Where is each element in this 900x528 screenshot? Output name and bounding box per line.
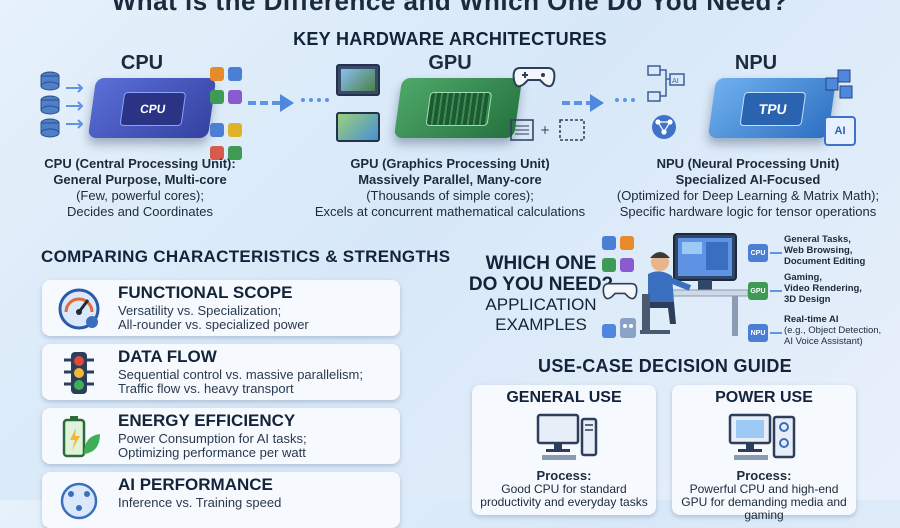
npu-chip-icon: TPU xyxy=(707,78,837,138)
desktop-computer-icon xyxy=(536,413,598,468)
section-heading-guide: USE-CASE DECISION GUIDE xyxy=(538,356,792,376)
which-one-line-4: EXAMPLES xyxy=(495,315,587,334)
cpu-name: CPU (Central Processing Unit): xyxy=(44,156,236,171)
guide-text-2: productivity and everyday tasks xyxy=(480,495,648,509)
cpu-chip-icon: CPU xyxy=(87,78,217,138)
brain-network-icon xyxy=(648,112,680,147)
characteristic-card: DATA FLOW Sequential control vs. massive… xyxy=(42,344,400,400)
flow-arrow-line xyxy=(562,101,592,105)
card-line-2: Optimizing performance per watt xyxy=(118,445,306,460)
page-title: What is the Difference and Which One Do … xyxy=(111,0,789,16)
svg-text:AI: AI xyxy=(672,77,679,85)
characteristic-card: AI PERFORMANCE Inference vs. Training sp… xyxy=(42,472,400,528)
section-heading-characteristics: COMPARING CHARACTERISTICS & STRENGTHS xyxy=(41,247,451,266)
npu-headline: Specialized AI-Focused xyxy=(675,172,821,187)
npu-detail-1: (Optimized for Deep Learning & Matrix Ma… xyxy=(616,188,880,203)
person-at-desk-illustration xyxy=(640,232,749,347)
database-icon xyxy=(38,70,62,145)
guide-title: POWER USE xyxy=(715,389,813,406)
cpu-headline: General Purpose, Multi-core xyxy=(53,172,227,187)
connector-line xyxy=(770,252,782,254)
input-arrows-icon xyxy=(66,83,88,135)
card-line-1: Sequential control vs. massive paralleli… xyxy=(118,367,363,382)
ai-flowchart-icon: AI xyxy=(646,64,686,111)
which-one-line-1: WHICH ONE xyxy=(485,253,597,274)
app-label: General Tasks,Web Browsing,Document Edit… xyxy=(784,234,866,267)
npu-description: NPU (Neural Processing Unit) Specialized… xyxy=(600,156,896,220)
guide-card-general: GENERAL USE Process: Good CPU for standa… xyxy=(472,385,656,515)
monitor-icon xyxy=(336,64,380,96)
cpu-label: CPU xyxy=(120,52,164,74)
traffic-light-icon xyxy=(56,350,102,396)
card-line-1: Inference vs. Training speed xyxy=(118,495,282,510)
app-label: Gaming,Video Rendering,3D Design xyxy=(784,272,862,305)
gaming-pc-icon xyxy=(728,413,798,468)
connector-line xyxy=(770,290,782,292)
guide-text-1: Good CPU for standard xyxy=(501,482,627,496)
which-one-block: WHICH ONE DO YOU NEED? APPLICATION EXAMP… xyxy=(466,253,616,335)
gamepad-icon xyxy=(512,64,556,95)
flow-arrow-line xyxy=(248,101,282,105)
flow-arrow-icon xyxy=(590,94,604,112)
gpu-detail-2: Excels at concurrent mathematical calcul… xyxy=(314,204,586,219)
gpu-description: GPU (Graphics Processing Unit) Massively… xyxy=(300,156,600,220)
npu-label: NPU xyxy=(734,52,778,74)
characteristic-card: ENERGY EFFICIENCY Power Consumption for … xyxy=(42,408,400,464)
gamepad-icon xyxy=(602,280,638,307)
flow-dots xyxy=(614,93,644,112)
gpu-detail-1: (Thousands of simple cores); xyxy=(366,188,534,203)
which-one-line-2: DO YOU NEED? xyxy=(468,274,614,295)
gpu-name: GPU (Graphics Processing Unit) xyxy=(350,156,550,171)
flow-dots xyxy=(300,93,334,112)
card-line-2: Traffic flow vs. heavy transport xyxy=(118,381,294,396)
card-title: AI PERFORMANCE xyxy=(118,475,273,494)
gpu-mini-chip-icon: GPU xyxy=(748,282,768,300)
app-icons-grid xyxy=(602,236,635,277)
landscape-image-icon xyxy=(336,112,380,142)
guide-process-label: Process: xyxy=(736,468,792,483)
gpu-headline: Massively Parallel, Many-core xyxy=(358,172,542,187)
connector-line xyxy=(770,332,782,334)
card-title: DATA FLOW xyxy=(118,347,217,366)
svg-text:+: + xyxy=(540,123,550,137)
section-heading-architectures: KEY HARDWARE ARCHITECTURES xyxy=(293,29,607,49)
npu-detail-2: Specific hardware logic for tensor opera… xyxy=(619,204,877,219)
robot-icon xyxy=(600,314,640,349)
card-line-2: All-rounder vs. specialized power xyxy=(118,317,309,332)
guide-text-1: Powerful CPU and high-end xyxy=(689,482,839,496)
matrix-math-icon: + xyxy=(510,118,586,147)
cpu-detail-2: Decides and Coordinates xyxy=(67,204,213,219)
gpu-chip-icon xyxy=(393,78,523,138)
tensor-cubes-icon xyxy=(824,66,858,107)
npu-mini-chip-icon: NPU xyxy=(748,324,768,342)
guide-process-label: Process: xyxy=(536,468,592,483)
flow-arrow-icon xyxy=(280,94,294,112)
characteristic-card: FUNCTIONAL SCOPE Versatility vs. Special… xyxy=(42,280,400,336)
brain-network-icon xyxy=(56,478,102,524)
ai-chip-icon: AI xyxy=(824,116,856,146)
battery-leaf-icon xyxy=(56,414,102,460)
gpu-label: GPU xyxy=(428,52,472,74)
card-title: ENERGY EFFICIENCY xyxy=(118,411,296,430)
guide-card-power: POWER USE Process: Powerful CPU and high… xyxy=(672,385,856,522)
which-one-line-3: APPLICATION xyxy=(485,295,597,314)
card-title: FUNCTIONAL SCOPE xyxy=(118,283,293,302)
guide-title: GENERAL USE xyxy=(506,389,622,406)
npu-name: NPU (Neural Processing Unit) xyxy=(656,156,840,171)
app-icons-grid xyxy=(210,67,250,165)
cpu-detail-1: (Few, powerful cores); xyxy=(76,188,204,203)
cpu-description: CPU (Central Processing Unit): General P… xyxy=(10,156,270,220)
cpu-mini-chip-icon: CPU xyxy=(748,244,768,262)
card-line-1: Versatility vs. Specialization; xyxy=(118,303,282,318)
card-line-1: Power Consumption for AI tasks; xyxy=(118,431,307,446)
app-label: Real-time AI(e.g., Object Detection,AI V… xyxy=(784,314,882,347)
gauge-icon xyxy=(56,286,102,332)
